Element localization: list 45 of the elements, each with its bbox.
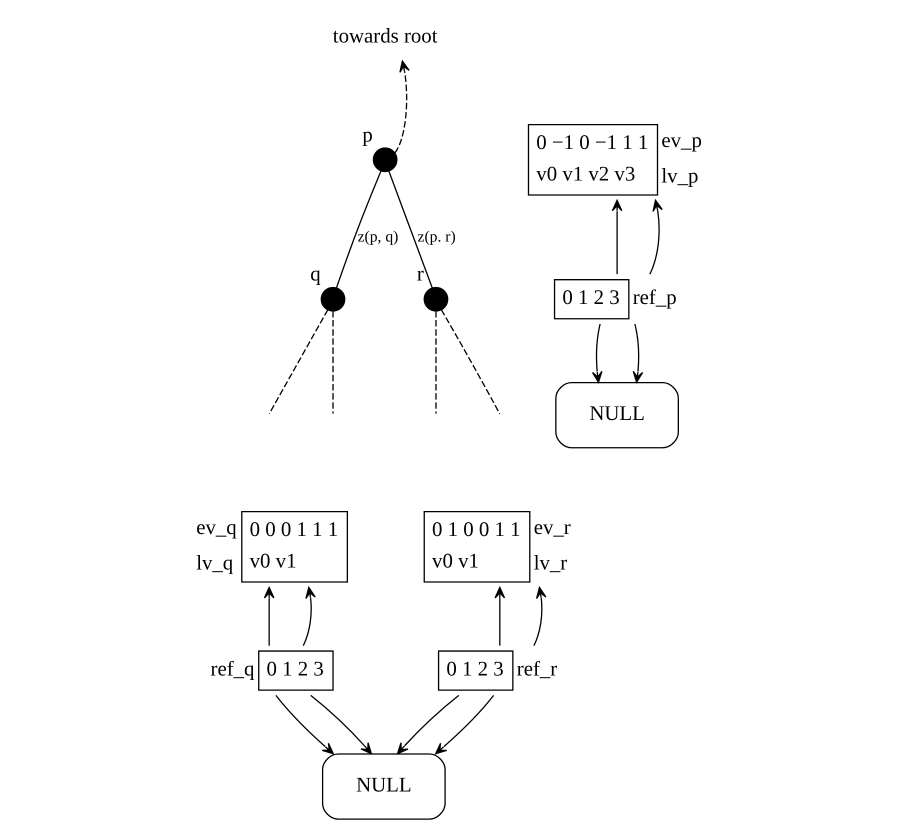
- arrow: [435, 695, 494, 754]
- edge-label: z(p. r): [418, 228, 456, 246]
- node-label: ev_r: [534, 515, 571, 540]
- connector: [332, 311, 334, 414]
- connector: [268, 309, 328, 414]
- node-circle: [424, 286, 448, 312]
- node-circle: [320, 286, 346, 312]
- arrow: [264, 586, 275, 646]
- node-label: lv_p: [661, 163, 698, 188]
- connector: [435, 311, 437, 414]
- node-label: ev_q: [196, 515, 237, 540]
- connector: [388, 171, 433, 288]
- connector: [336, 170, 382, 288]
- node-box: 0 1 0 0 1 1 v0 v1: [424, 510, 530, 583]
- arrow: [533, 586, 546, 646]
- node-label: q: [310, 262, 321, 286]
- node-label: lv_r: [534, 550, 568, 574]
- node-box: 0 1 2 3: [438, 650, 514, 691]
- node-circle: [372, 147, 398, 172]
- node-box: NULL: [555, 382, 679, 448]
- arrow: [396, 694, 460, 754]
- arrow: [649, 200, 663, 274]
- arrow: [612, 200, 622, 274]
- arrow: [494, 586, 506, 646]
- node-box: 0 0 0 1 1 1 v0 v1: [241, 510, 348, 583]
- arrow: [394, 60, 410, 154]
- arrow: [302, 586, 316, 646]
- node-label: ref_q: [210, 656, 254, 681]
- node-text: towards root: [332, 23, 438, 48]
- node-label: lv_q: [196, 550, 234, 574]
- node-label: ev_p: [661, 128, 702, 152]
- node-label: ref_r: [516, 656, 558, 681]
- node-box: 0 1 2 3: [258, 650, 334, 691]
- arrow: [632, 324, 644, 383]
- node-label: ref_p: [632, 285, 677, 310]
- node-label: p: [362, 122, 373, 146]
- arrow: [592, 324, 603, 383]
- connector: [440, 309, 500, 414]
- edge-label: z(p, q): [358, 228, 398, 246]
- node-box: 0 1 2 3: [554, 279, 630, 320]
- node-label: r: [416, 262, 424, 286]
- node-box: 0 −1 0 −1 1 1 v0 v1 v2 v3: [528, 124, 658, 196]
- arrow: [310, 694, 372, 754]
- arrow: [275, 695, 334, 754]
- node-box: NULL: [322, 753, 446, 820]
